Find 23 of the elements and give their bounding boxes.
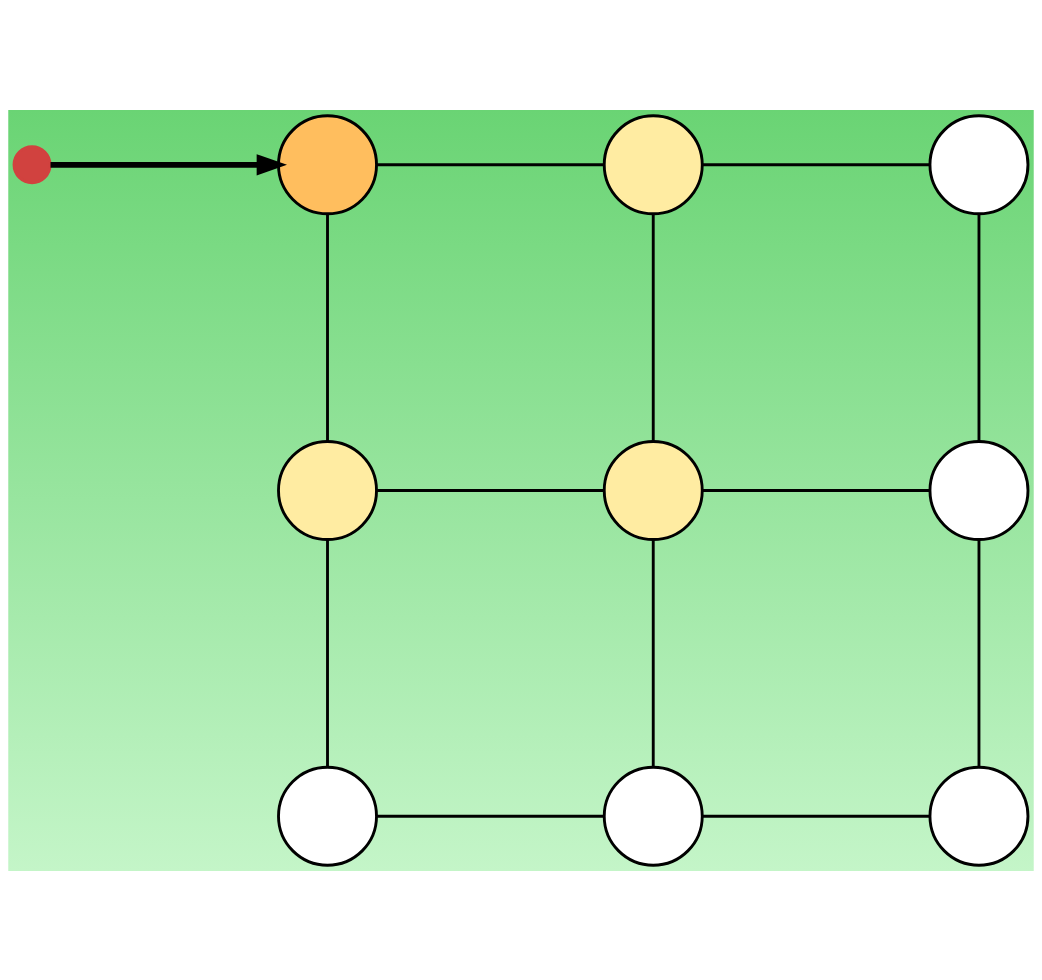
- node-circle: [602, 439, 704, 541]
- node-circle: [602, 765, 704, 867]
- node-circle: [12, 144, 52, 184]
- arrow: [50, 153, 287, 175]
- node-circle: [277, 439, 378, 541]
- connector: [977, 539, 981, 767]
- connector: [326, 213, 329, 441]
- node-circle: [602, 113, 704, 215]
- connector: [651, 213, 655, 441]
- node-circle: [277, 113, 378, 215]
- connector: [377, 162, 605, 166]
- connector: [702, 488, 930, 492]
- connector: [702, 814, 930, 818]
- connector: [377, 488, 605, 492]
- connector: [977, 213, 981, 441]
- connector: [377, 814, 605, 818]
- connector: [326, 539, 329, 767]
- node-circle: [928, 113, 1030, 215]
- connector: [651, 539, 655, 767]
- node-circle: [277, 765, 378, 867]
- connector: [702, 162, 930, 166]
- node-circle: [928, 765, 1030, 867]
- node-circle: [928, 439, 1030, 541]
